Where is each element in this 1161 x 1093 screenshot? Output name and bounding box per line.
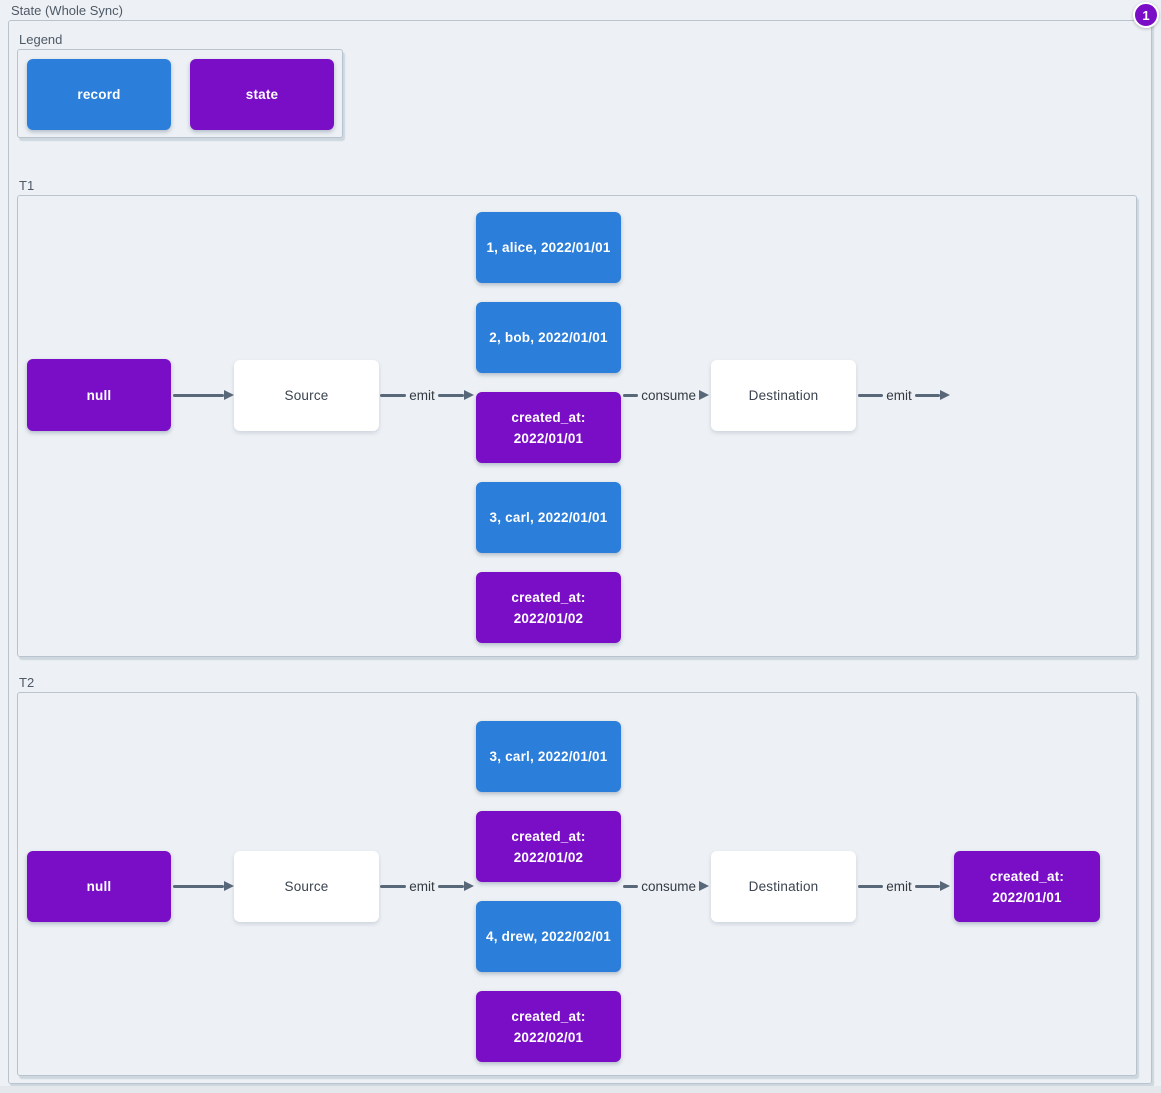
record-label: 1, alice, 2022/01/01 <box>486 240 611 255</box>
edge-line <box>858 884 884 888</box>
state-whole-sync-container: State (Whole Sync) Legend record state T… <box>8 3 1152 1084</box>
t1-null-node: null <box>27 359 171 431</box>
arrowhead-icon <box>699 881 709 891</box>
t1-container: T1 null Source emit 1, alice, 2022/01/01… <box>17 178 1137 657</box>
t2-null-node: null <box>27 851 171 922</box>
state-label: created_at: 2022/02/01 <box>511 1008 586 1045</box>
arrowhead-icon <box>699 390 709 400</box>
legend-record-label: record <box>77 87 121 102</box>
t2-result-state-label: created_at: 2022/01/01 <box>989 868 1065 905</box>
state-label: created_at: 2022/01/02 <box>511 828 586 865</box>
record-label: 4, drew, 2022/02/01 <box>486 929 611 944</box>
t1-emit-edge-label: emit <box>409 387 435 403</box>
t2-emit-out-edge: emit <box>858 877 951 895</box>
t2-null-label: null <box>86 879 112 894</box>
arrowhead-icon <box>464 390 475 400</box>
bottom-edge-strip <box>0 1086 1161 1093</box>
t1-emit-out-edge-label: emit <box>886 387 912 403</box>
arrowhead-icon <box>940 390 951 400</box>
t2-emit-edge-label: emit <box>409 878 435 894</box>
step-badge-value: 1 <box>1142 7 1150 23</box>
t2-destination-label: Destination <box>748 879 819 894</box>
arrowhead-icon <box>464 881 475 891</box>
t2-container: T2 null Source emit 3, carl, 2022/01/01 … <box>17 675 1137 1076</box>
record-label: 2, bob, 2022/01/01 <box>489 330 608 345</box>
legend-container: Legend record state <box>17 32 343 138</box>
t1-stack-node-4: created_at: 2022/01/02 <box>476 572 621 643</box>
t1-edge-null-to-source <box>173 386 234 404</box>
edge-line <box>623 393 639 397</box>
t1-emit-out-edge: emit <box>858 386 951 404</box>
t2-destination-node: Destination <box>711 851 856 922</box>
state-label: created_at: 2022/01/02 <box>511 589 586 626</box>
state-label: created_at: 2022/01/01 <box>511 409 586 446</box>
t1-label: T1 <box>19 178 35 193</box>
t1-stack-node-3: 3, carl, 2022/01/01 <box>476 482 621 553</box>
arrowhead-icon <box>940 881 951 891</box>
t1-destination-node: Destination <box>711 360 856 431</box>
t2-emit-out-edge-label: emit <box>886 878 912 894</box>
edge-line <box>437 884 465 888</box>
t1-stack-node-2: created_at: 2022/01/01 <box>476 392 621 463</box>
t1-source-node: Source <box>234 360 379 431</box>
edge-line <box>437 393 465 397</box>
t2-label: T2 <box>19 675 35 690</box>
edge-line <box>380 393 407 397</box>
record-label: 3, carl, 2022/01/01 <box>489 749 608 764</box>
t1-destination-label: Destination <box>748 388 819 403</box>
legend-record-node: record <box>27 59 171 130</box>
t2-stack-node-1: created_at: 2022/01/02 <box>476 811 621 882</box>
t1-emit-edge: emit <box>380 386 475 404</box>
arrowhead-icon <box>224 881 234 891</box>
t1-consume-edge: consume <box>623 386 709 404</box>
t2-stack-node-3: created_at: 2022/02/01 <box>476 991 621 1062</box>
t2-source-label: Source <box>284 879 329 894</box>
edge-line <box>173 393 224 397</box>
legend-state-node: state <box>190 59 334 130</box>
t1-source-label: Source <box>284 388 329 403</box>
edge-line <box>858 393 884 397</box>
state-whole-sync-label: State (Whole Sync) <box>11 3 123 18</box>
record-label: 3, carl, 2022/01/01 <box>489 510 608 525</box>
edge-line <box>173 884 224 888</box>
t2-emit-edge: emit <box>380 877 475 895</box>
t2-source-node: Source <box>234 851 379 922</box>
edge-line <box>623 884 639 888</box>
legend-label: Legend <box>19 32 63 47</box>
t2-stack-node-2: 4, drew, 2022/02/01 <box>476 901 621 972</box>
edge-line <box>914 393 941 397</box>
legend-state-label: state <box>245 87 279 102</box>
edge-line <box>380 884 407 888</box>
t2-result-state-node: created_at: 2022/01/01 <box>954 851 1100 922</box>
arrowhead-icon <box>224 390 234 400</box>
t2-stack-node-0: 3, carl, 2022/01/01 <box>476 721 621 792</box>
t1-stack-node-0: 1, alice, 2022/01/01 <box>476 212 621 283</box>
edge-line <box>914 884 941 888</box>
step-badge[interactable]: 1 <box>1133 2 1159 28</box>
t2-consume-edge: consume <box>623 877 709 895</box>
t2-consume-edge-label: consume <box>641 878 696 894</box>
t1-null-label: null <box>86 387 112 403</box>
t1-stack-node-1: 2, bob, 2022/01/01 <box>476 302 621 373</box>
t2-edge-null-to-source <box>173 877 234 895</box>
t1-consume-edge-label: consume <box>641 387 696 403</box>
